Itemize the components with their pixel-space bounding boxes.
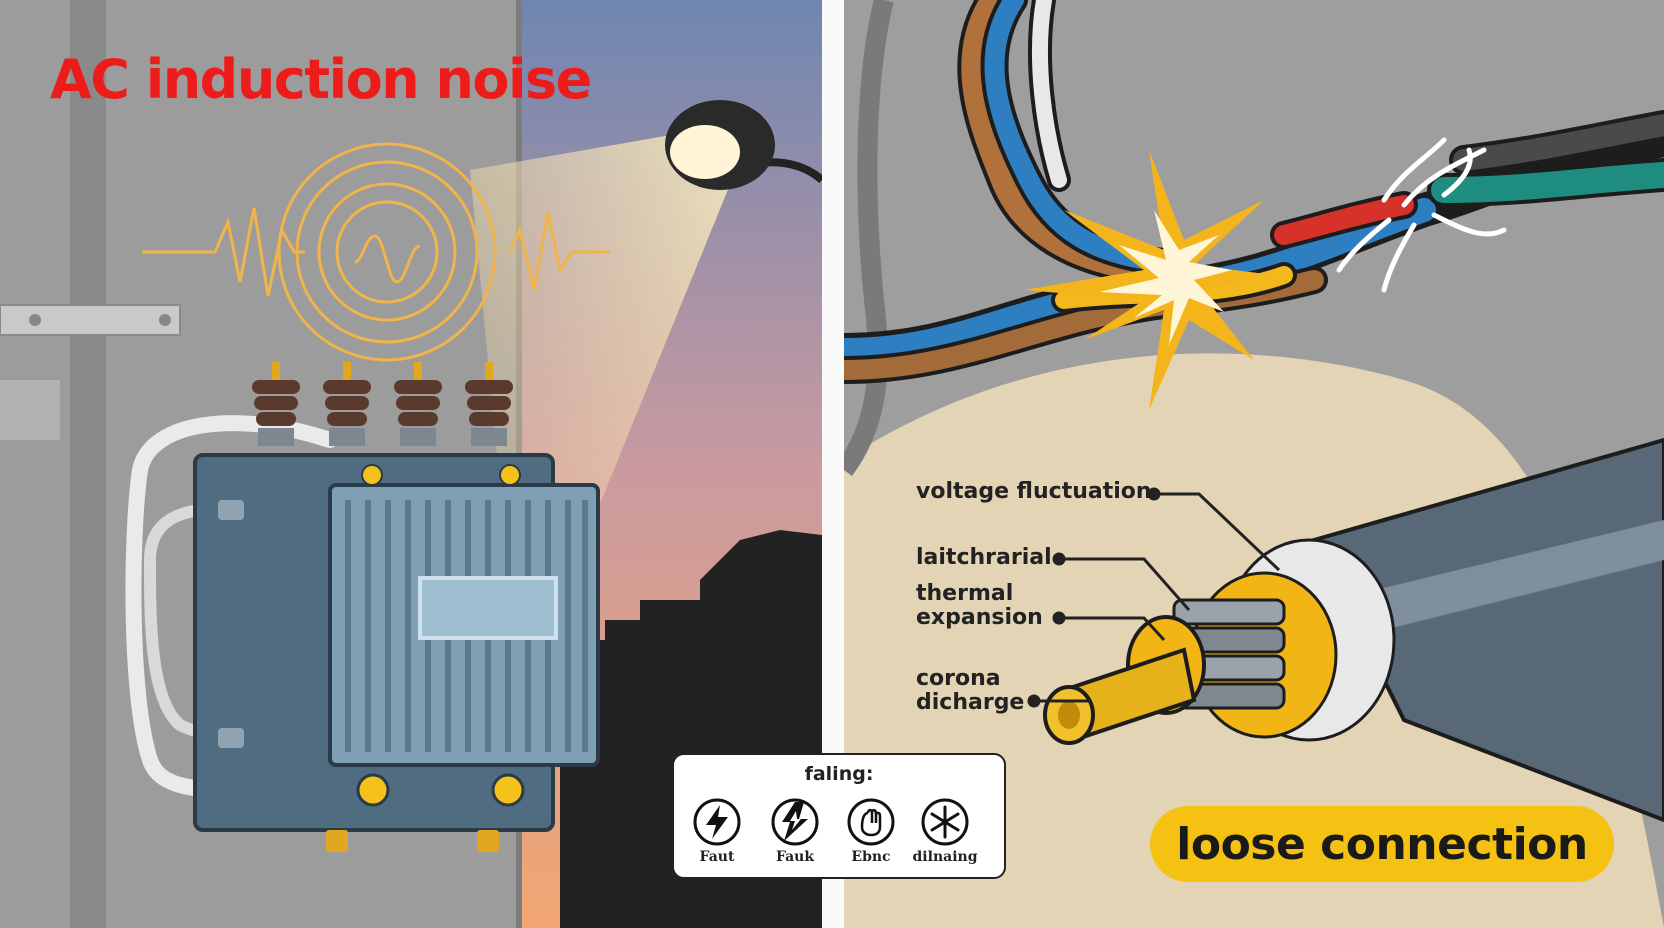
- callout-voltage-fluctuation: voltage fluctuation: [916, 479, 1152, 504]
- lightning-bolt-icon: [693, 798, 741, 846]
- callout-lines: [1027, 487, 1281, 708]
- legend-title: faling:: [804, 763, 874, 785]
- panel-divider: [822, 0, 844, 928]
- spark-icon: [1024, 150, 1274, 410]
- hand-symbol-icon: [847, 798, 895, 846]
- frayed-strands-icon: [1336, 137, 1507, 293]
- legend-item-label: Faut: [699, 849, 735, 865]
- callout-corona-discharge: corona dicharge: [916, 666, 1025, 715]
- coax-cable: [1043, 437, 1664, 823]
- nameplate: [418, 576, 558, 640]
- legend-item: Fauk: [755, 797, 835, 865]
- bracket-bolt: [159, 314, 171, 326]
- legend-item-label: Ebnc: [851, 849, 891, 865]
- transformer: [193, 453, 600, 852]
- induction-wave-icon: [142, 142, 610, 362]
- legend-item: Ebnc: [831, 797, 911, 865]
- callout-thermal-expansion: thermal expansion: [916, 581, 1043, 630]
- legend-item: Faut: [677, 797, 757, 865]
- background-cable: [844, 0, 894, 476]
- wall-panel: [0, 380, 60, 440]
- loose-connection-badge: loose connection: [1150, 806, 1614, 882]
- wall-pillar: [70, 0, 106, 928]
- badge-label: loose connection: [1176, 818, 1588, 870]
- legend-item-label: dilnaing: [912, 849, 978, 865]
- lightning-bolt-icon: [771, 798, 819, 846]
- transformer-cable: [125, 415, 338, 798]
- legend-box: faling: Faut Fauk Ebnc: [672, 753, 1006, 879]
- lamp-bulb-icon: [670, 125, 740, 179]
- callout-latch: laitchrarial: [916, 545, 1052, 570]
- bushings: [252, 362, 513, 446]
- twisted-wires: [844, 0, 1664, 384]
- legend-item: dilnaing: [905, 797, 985, 865]
- left-title: AC induction noise: [50, 48, 592, 111]
- legend-item-label: Fauk: [775, 849, 815, 865]
- snowflake-icon: [921, 798, 969, 846]
- wall-bracket: [0, 304, 181, 336]
- bracket-bolt: [29, 314, 41, 326]
